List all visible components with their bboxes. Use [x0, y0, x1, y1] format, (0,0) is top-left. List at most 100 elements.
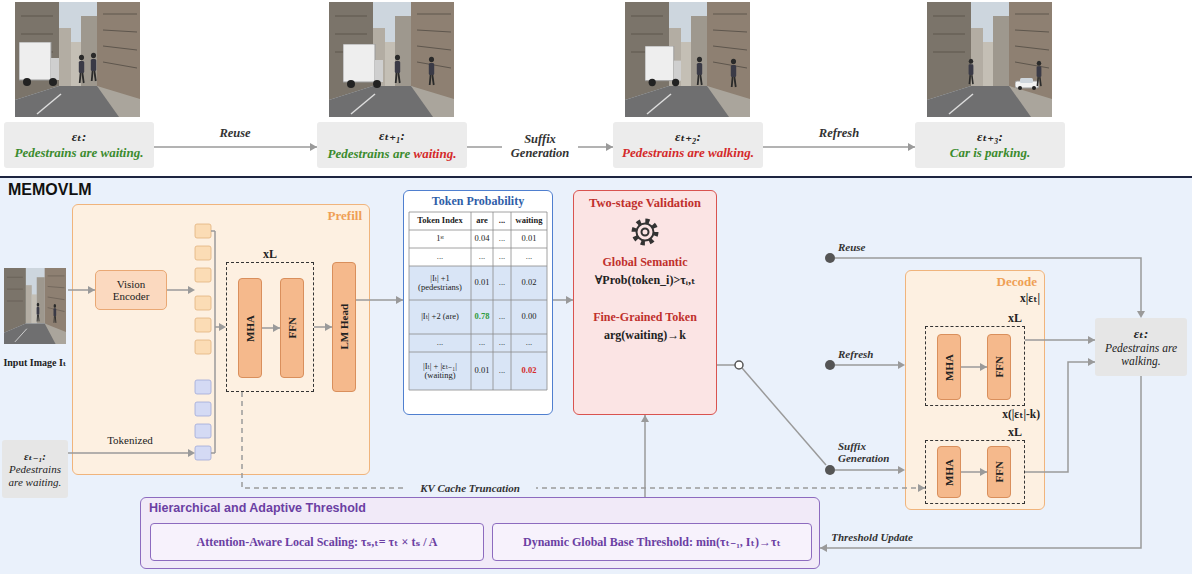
node-text: Car is parking. [950, 145, 1031, 161]
arrowhead [88, 286, 95, 294]
street-scene [4, 268, 66, 344]
grid-line [409, 334, 547, 335]
wire [214, 231, 216, 453]
pedestrian [731, 59, 736, 87]
switch-label: Suffix Generation [838, 437, 900, 467]
connector [154, 143, 317, 151]
table-cell: ... [493, 212, 511, 230]
wire [215, 326, 220, 328]
caption-box: εₜ:Pedestrains are waiting. [4, 122, 154, 168]
highlight-rows [409, 266, 547, 390]
pedestrian [395, 55, 400, 83]
input-photo [4, 268, 66, 344]
arrowhead [1137, 311, 1145, 318]
connector [314, 323, 332, 331]
node-text: MHA [943, 354, 955, 381]
connector-line [763, 146, 915, 148]
street-scene [625, 2, 750, 117]
previous-caption: εₜ₋₁:Pedestrains are waiting. [2, 440, 68, 498]
arrow-note: Tokenized [92, 432, 168, 448]
output-caption: εₜ:Pedestrains are walking. [1095, 318, 1187, 376]
node-text: Fine-Grained Token [593, 310, 697, 325]
wire [167, 289, 188, 291]
grid-line [409, 248, 547, 249]
table-cell: 0.02 [511, 352, 547, 390]
threshold-module: Hierarchical and Adaptive ThresholdAtten… [140, 497, 820, 569]
connector-line [553, 299, 573, 301]
input-image: Input Image Iₜ [2, 268, 68, 368]
node-text: Hierarchical and Adaptive Threshold [149, 501, 366, 515]
ffn-block: FFN [280, 278, 304, 378]
table-cell: ... [409, 334, 471, 352]
node-text: εₜ₊₃: [977, 129, 1003, 145]
decode-stage: DecodexLMHAFFNxLMHAFFN [905, 270, 1045, 510]
connector [961, 468, 987, 476]
table-cell: waiting [511, 212, 547, 230]
connector [820, 376, 1141, 552]
street-photo [625, 2, 750, 117]
layer-repeat-box: xLMHAFFN [226, 262, 314, 392]
node-text: Pedestrains are walking. [1099, 342, 1183, 368]
arrowhead [1088, 358, 1095, 366]
connector [961, 363, 987, 371]
threshold-rule: Attention-Aware Local Scaling: τₛ,ₜ= τₜ … [150, 523, 484, 561]
connector-line [820, 376, 1141, 548]
edge-label: Reuse [203, 127, 267, 141]
text-token [195, 380, 211, 394]
pedestrian [37, 303, 40, 322]
grid-line [409, 352, 547, 353]
node-text: Prefill [328, 208, 362, 224]
node-text: MEMOVLM [8, 181, 92, 199]
text-token [195, 446, 211, 460]
table-cell: 0.01 [471, 352, 493, 390]
arrowhead [641, 415, 649, 422]
node-text: Two-stage Validation [589, 196, 701, 211]
attention-block: MHA [937, 446, 961, 498]
edge-label: Refresh [804, 127, 874, 141]
arrowhead [273, 324, 280, 332]
connector-line [1025, 339, 1095, 341]
node-text: Pedestrains are waiting. [15, 145, 144, 161]
arrowhead [898, 466, 905, 474]
layer-repeat-box: xLMHAFFN [925, 440, 1025, 504]
truck [645, 46, 681, 86]
grid-line [493, 212, 494, 390]
street-scene [927, 2, 1052, 117]
node-text: Dynamic Global Base Threshold: min(τₜ₋₁,… [523, 535, 781, 550]
attention-block: MHA [937, 334, 961, 400]
node-text: Global Semantic [602, 255, 687, 270]
gear-teeth [634, 221, 656, 243]
threshold-rule: Dynamic Global Base Threshold: min(τₜ₋₁,… [492, 523, 812, 561]
table-cell: ... [471, 334, 493, 352]
car [1015, 78, 1039, 90]
grid-line [409, 230, 547, 231]
switch-arm [742, 368, 826, 465]
wire [835, 469, 898, 471]
grid-line [409, 390, 547, 391]
node-text: MHA [244, 315, 256, 342]
pedestrian [697, 57, 702, 85]
node-text: xL [227, 247, 313, 262]
table-cell: 0.00 [511, 300, 547, 334]
connector-line [262, 327, 280, 329]
truck [19, 42, 59, 86]
switch-contact [825, 253, 835, 263]
table-cell: 0.01 [511, 230, 547, 248]
ffn-block: FFN [987, 446, 1011, 498]
table-cell: 0.01 [471, 266, 493, 300]
attention-block: MHA [238, 278, 262, 378]
node-text: Pedestrains are [328, 146, 411, 161]
switch-label: Reuse [838, 240, 898, 255]
pedestrian [429, 57, 434, 85]
text-line: Pedestrains arewaiting. [328, 144, 457, 162]
street-scene [329, 2, 454, 117]
arrowhead [918, 484, 925, 492]
connector [262, 324, 280, 332]
truck [343, 44, 383, 88]
visual-token [195, 224, 211, 238]
switch-pivot [735, 361, 743, 369]
node-text: xL [1008, 311, 1022, 326]
visual-token [195, 340, 211, 354]
connector-line [644, 415, 646, 497]
table-cell: |Iₜ| +1 (pedestrians) [409, 266, 471, 300]
